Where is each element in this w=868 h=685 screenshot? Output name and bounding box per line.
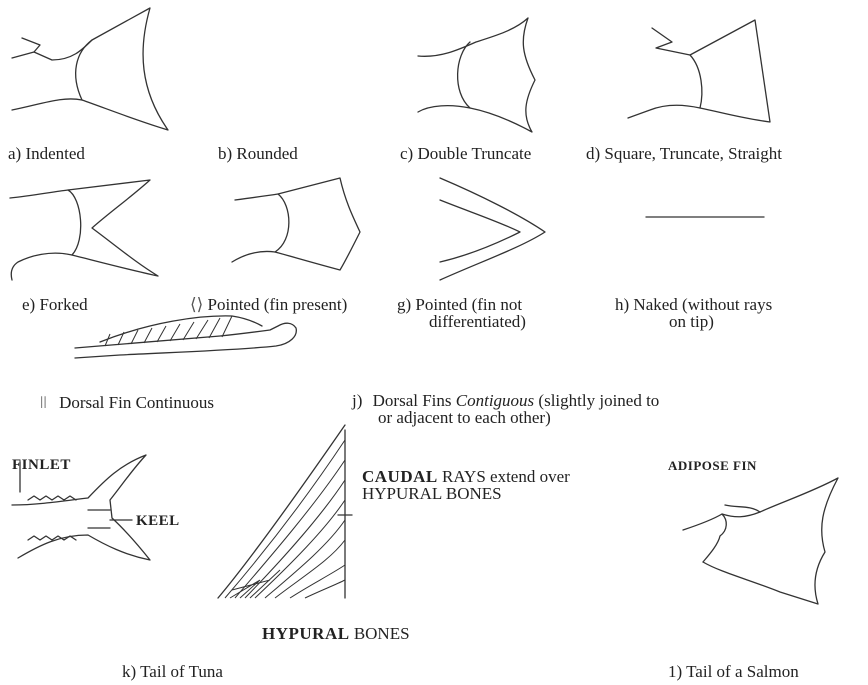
forked-tail-drawing	[10, 180, 158, 280]
label-forked: e) Forked	[22, 296, 88, 313]
hypural-bold-text: HYPURAL	[262, 624, 350, 643]
i-marker-icon: ǀǀ	[40, 393, 47, 412]
label-tail-of-salmon: 1) Tail of a Salmon	[668, 663, 799, 680]
label-pointed-fin-present-text: Pointed (fin present)	[208, 295, 348, 314]
label-h-line2: on tip)	[669, 313, 772, 330]
label-tail-of-tuna: k) Tail of Tuna	[122, 663, 223, 680]
hypural-bones-drawing	[218, 425, 352, 598]
label-dorsal-fins-contiguous: j) Dorsal Fins Contiguous (slightly join…	[352, 392, 659, 426]
label-j-line2: or adjacent to each other)	[378, 409, 659, 426]
indented-tail-drawing	[12, 8, 168, 130]
label-g-line2: differentiated)	[429, 313, 526, 330]
label-g-line1: g) Pointed (fin not	[397, 296, 526, 313]
label-pointed-fin-present: ⟨⟩ Pointed (fin present)	[190, 296, 347, 313]
keel-label: KEEL	[136, 514, 180, 529]
label-j-text-b: (slightly joined to	[538, 391, 659, 410]
label-dorsal-fin-continuous: ǀǀ Dorsal Fin Continuous	[40, 394, 214, 411]
label-pointed-fin-not-differentiated: g) Pointed (fin not differentiated)	[397, 296, 526, 330]
pointed-fin-present-drawing	[232, 178, 360, 270]
label-indented: a) Indented	[8, 145, 85, 162]
double-truncate-tail-drawing	[418, 18, 535, 132]
label-naked: h) Naked (without rays on tip)	[615, 296, 772, 330]
hypural-bones-label: HYPURAL BONES	[262, 625, 410, 642]
label-square-truncate-straight: d) Square, Truncate, Straight	[586, 145, 782, 162]
f-marker-icon: ⟨⟩	[190, 295, 203, 314]
hypural-rest-text: BONES	[354, 624, 410, 643]
dorsal-fin-continuous-drawing	[75, 316, 296, 358]
label-h-line1: h) Naked (without rays	[615, 296, 772, 313]
caudal-rays-annotation: CAUDAL RAYS extend over HYPURAL BONES	[362, 468, 570, 502]
label-rounded: b) Rounded	[218, 145, 298, 162]
finlet-label: FINLET	[12, 458, 71, 473]
adipose-fin-label: ADIPOSE FIN	[668, 458, 757, 473]
square-tail-drawing	[628, 20, 770, 122]
salmon-tail-drawing	[683, 478, 838, 604]
label-i-text: Dorsal Fin Continuous	[59, 393, 214, 412]
label-j-prefix: j)	[352, 391, 362, 410]
caudal-line2-text: HYPURAL BONES	[362, 485, 570, 502]
label-double-truncate: c) Double Truncate	[400, 145, 531, 162]
pointed-fin-not-differentiated-drawing	[440, 178, 545, 280]
